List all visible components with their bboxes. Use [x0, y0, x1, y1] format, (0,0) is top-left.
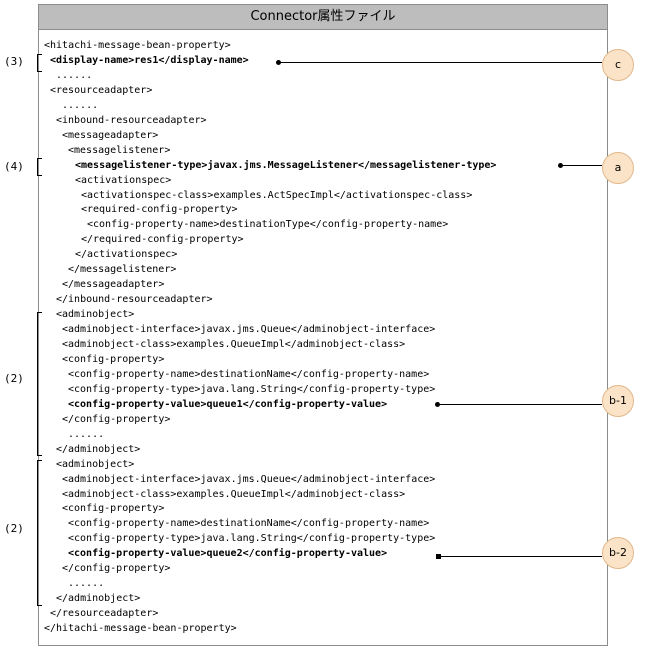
callout-b1-line	[439, 404, 602, 405]
callout-c-badge: c	[602, 49, 634, 81]
code-line: <resourceadapter>	[50, 84, 153, 96]
code-line: <config-property-name>destinationName</c…	[68, 518, 430, 530]
code-line: </resourceadapter>	[50, 608, 159, 620]
code-line: <messageadapter>	[62, 129, 159, 141]
code-line: <adminobject-class>examples.QueueImpl</a…	[62, 488, 406, 500]
code-line: <config-property-type>java.lang.String</…	[68, 533, 436, 545]
bracket-3	[37, 54, 42, 72]
code-line: <config-property-value>queue1</config-pr…	[68, 398, 388, 410]
code-line: <config-property-name>destinationType</c…	[87, 219, 449, 231]
code-line: <display-name>res1</display-name>	[50, 54, 249, 66]
callout-c-line	[280, 62, 602, 63]
code-line: <messagelistener-type>javax.jms.MessageL…	[75, 159, 497, 171]
code-line: <config-property-type>java.lang.String</…	[68, 383, 436, 395]
code-line: ......	[68, 428, 105, 440]
code-line: </config-property>	[62, 563, 171, 575]
callout-a-dot	[558, 163, 563, 168]
marker-2-second: (2)	[4, 522, 24, 535]
callout-b2-dot	[436, 554, 441, 559]
code-line: </adminobject>	[56, 593, 141, 605]
callout-b2-line	[440, 556, 602, 557]
callout-b1-dot	[435, 402, 440, 407]
marker-4: (4)	[4, 160, 24, 173]
code-line: <hitachi-message-bean-property>	[44, 40, 231, 51]
bracket-2-first	[37, 312, 42, 456]
code-line: ......	[68, 578, 105, 590]
code-line: <activationspec>	[75, 174, 172, 186]
code-line: </required-config-property>	[81, 234, 244, 246]
code-line: <activationspec-class>examples.ActSpecIm…	[81, 189, 473, 201]
callout-c-dot	[276, 60, 281, 65]
callout-a-line	[562, 165, 602, 166]
marker-2-first: (2)	[4, 372, 24, 385]
file-title: Connector属性ファイル	[39, 5, 607, 30]
bracket-2-second	[37, 460, 42, 606]
code-line: </config-property>	[62, 413, 171, 425]
code-line: <adminobject>	[56, 458, 135, 470]
code-line: <required-config-property>	[81, 204, 238, 216]
connector-file-frame: Connector属性ファイル	[38, 4, 608, 646]
callout-a-badge: a	[602, 152, 634, 184]
code-line: <config-property>	[62, 503, 165, 515]
code-line: ......	[56, 69, 93, 81]
code-line: </hitachi-message-bean-property>	[44, 623, 237, 635]
code-line: <config-property-name>destinationName</c…	[68, 368, 430, 380]
code-line: <messagelistener>	[68, 144, 171, 156]
code-line: </messageadapter>	[62, 279, 165, 291]
code-line: <inbound-resourceadapter>	[56, 114, 207, 126]
code-line: <config-property>	[62, 353, 165, 365]
code-line: <adminobject-interface>javax.jms.Queue</…	[62, 473, 436, 485]
marker-3: (3)	[4, 55, 24, 68]
code-line: </messagelistener>	[68, 264, 177, 276]
code-line: </inbound-resourceadapter>	[56, 294, 213, 306]
code-line: ......	[62, 99, 99, 111]
code-line: <adminobject-interface>javax.jms.Queue</…	[62, 324, 436, 336]
bracket-4	[37, 158, 42, 176]
code-line: </activationspec>	[75, 249, 178, 261]
code-line: <config-property-value>queue2</config-pr…	[68, 548, 388, 560]
code-line: </adminobject>	[56, 443, 141, 455]
code-line: <adminobject>	[56, 309, 135, 321]
code-line: <adminobject-class>examples.QueueImpl</a…	[62, 339, 406, 350]
callout-b1-badge: b-1	[602, 385, 634, 417]
callout-b2-badge: b-2	[602, 537, 634, 569]
